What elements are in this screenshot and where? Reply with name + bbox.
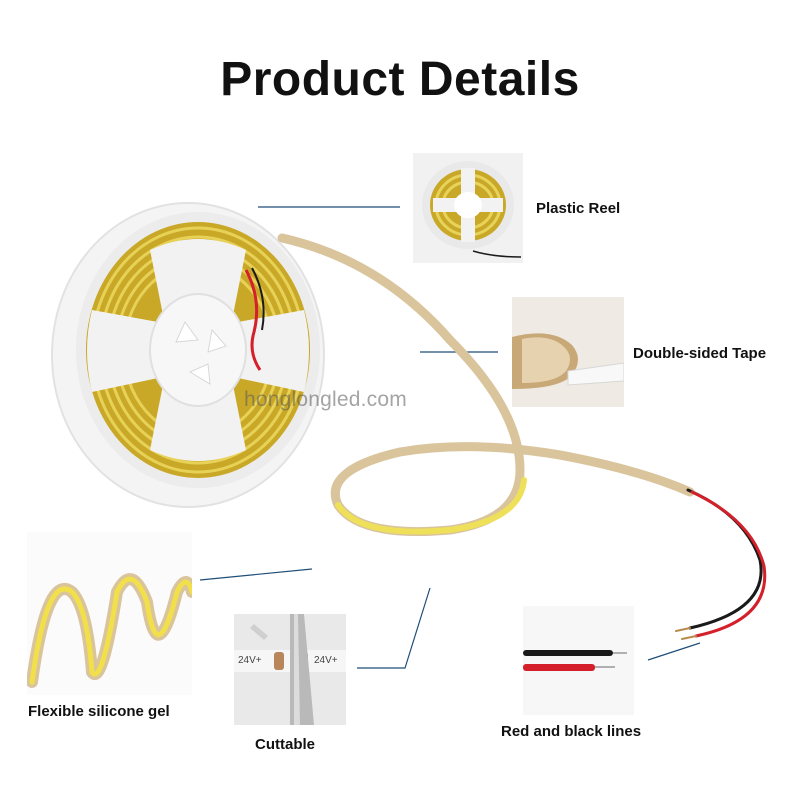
plastic-reel-label: Plastic Reel	[536, 200, 621, 217]
red-black-lines-label: Red and black lines	[501, 723, 642, 740]
page-title: Product Details	[220, 53, 580, 106]
cuttable-label: Cuttable	[255, 736, 315, 753]
red-black-lines-thumbnail	[523, 606, 634, 715]
cuttable-thumbnail: 24V+ 24V+	[234, 614, 346, 725]
plastic-reel-thumbnail	[413, 153, 523, 263]
double-sided-tape-label: Double-sided Tape	[633, 345, 767, 362]
watermark: honglongled.com	[244, 388, 407, 411]
led-reel	[51, 202, 325, 508]
led-strip	[277, 233, 695, 537]
red-black-wires	[675, 488, 767, 640]
double-sided-tape-thumbnail	[512, 297, 624, 407]
cut-mark-left: 24V+	[238, 655, 262, 666]
flexible-silicone-gel-thumbnail	[27, 532, 192, 695]
flexible-silicone-gel-label: Flexible silicone gel	[28, 703, 170, 720]
cut-mark-right: 24V+	[314, 655, 338, 666]
